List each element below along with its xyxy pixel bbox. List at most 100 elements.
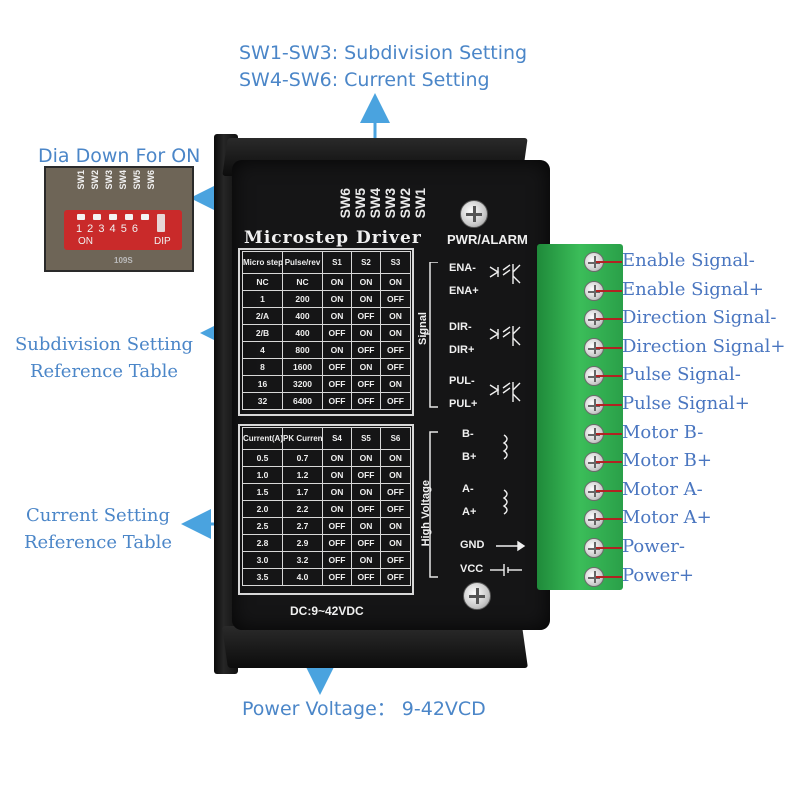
table-cell: OFF bbox=[380, 358, 411, 376]
dip-key[interactable] bbox=[77, 214, 85, 220]
dip-key[interactable] bbox=[93, 214, 101, 220]
terminal-lead-line bbox=[596, 261, 622, 263]
terminal-screw-icon[interactable] bbox=[584, 395, 604, 415]
dip-code: 109S bbox=[114, 256, 133, 265]
table-cell: OFF bbox=[380, 568, 411, 586]
table-cell: OFF bbox=[322, 534, 352, 552]
table-cell: 400 bbox=[282, 307, 323, 325]
table-cell: 800 bbox=[282, 341, 323, 359]
dip-key[interactable] bbox=[109, 214, 117, 220]
table-cell: 4 bbox=[242, 341, 283, 359]
inset-sw-label: SW6 bbox=[146, 170, 156, 190]
table-cell: OFF bbox=[380, 483, 411, 501]
terminal-label: Motor A+ bbox=[622, 507, 712, 528]
table-cell: 1.7 bbox=[282, 483, 323, 501]
table-cell: 4.0 bbox=[282, 568, 323, 586]
table-cell: ON bbox=[351, 517, 381, 535]
terminal-lead-line bbox=[596, 518, 622, 520]
dip-key[interactable] bbox=[125, 214, 133, 220]
table-cell: OFF bbox=[322, 517, 352, 535]
table-cell: OFF bbox=[351, 307, 381, 325]
top-callout-line1: SW1-SW3: Subdivision Setting bbox=[239, 42, 528, 64]
dia-callout: Dia Down For ON bbox=[38, 145, 201, 167]
table-cell: 200 bbox=[282, 290, 323, 308]
table-cell: OFF bbox=[351, 500, 381, 518]
table-cell: ON bbox=[322, 273, 352, 291]
terminal-lead-line bbox=[596, 404, 622, 406]
table-header-cell: S2 bbox=[351, 251, 381, 274]
current-table-frame bbox=[238, 424, 414, 595]
terminal-screw-icon[interactable] bbox=[584, 366, 604, 386]
table-cell: OFF bbox=[380, 551, 411, 569]
table-cell: OFF bbox=[351, 375, 381, 393]
table-cell: OFF bbox=[322, 551, 352, 569]
table-cell: 3.5 bbox=[242, 568, 283, 586]
table-cell: OFF bbox=[322, 568, 352, 586]
board-sw-label: SW6 bbox=[337, 188, 353, 219]
top-callout-line2: SW4-SW6: Current Setting bbox=[239, 69, 490, 91]
dip-key[interactable] bbox=[141, 214, 149, 220]
terminal-lead-line bbox=[596, 576, 622, 578]
table-cell: ON bbox=[351, 449, 381, 467]
table-cell: 0.7 bbox=[282, 449, 323, 467]
table-cell: OFF bbox=[380, 290, 411, 308]
table-cell: 2.2 bbox=[282, 500, 323, 518]
inset-sw-label: SW2 bbox=[90, 170, 100, 190]
power-callout: Power Voltage： 9-42VCD bbox=[242, 698, 486, 720]
terminal-label: Enable Signal- bbox=[622, 250, 755, 271]
terminal-lead-line bbox=[596, 318, 622, 320]
table-cell: ON bbox=[351, 290, 381, 308]
subdivision-callout-line1: Subdivision Setting bbox=[14, 334, 194, 355]
dip-switch-block[interactable]: 1 2 3 4 5 6 ON DIP bbox=[64, 210, 182, 250]
signal-label-ena-minus: ENA- bbox=[449, 262, 476, 274]
board-title: Microstep Driver bbox=[244, 228, 422, 248]
table-cell: 1.2 bbox=[282, 466, 323, 484]
board-sw-label: SW3 bbox=[382, 188, 398, 219]
inset-sw-label: SW3 bbox=[104, 170, 114, 190]
terminal-label: Pulse Signal+ bbox=[622, 393, 750, 414]
table-cell: ON bbox=[351, 483, 381, 501]
table-header-cell: S4 bbox=[322, 427, 352, 450]
terminal-label: Power- bbox=[622, 536, 685, 557]
table-cell: 2/B bbox=[242, 324, 283, 342]
table-cell: ON bbox=[351, 358, 381, 376]
table-cell: ON bbox=[322, 483, 352, 501]
dip-key-down[interactable] bbox=[157, 214, 165, 232]
terminal-lead-line bbox=[596, 547, 622, 549]
terminal-screw-icon[interactable] bbox=[584, 424, 604, 444]
signal-label-dir-minus: DIR- bbox=[449, 321, 472, 333]
terminal-label: Direction Signal- bbox=[622, 307, 777, 328]
table-cell: 0.5 bbox=[242, 449, 283, 467]
terminal-lead-line bbox=[596, 490, 622, 492]
optocoupler-icon bbox=[489, 326, 521, 346]
subdivision-callout: Subdivision Setting Reference Table bbox=[14, 331, 194, 385]
table-header-cell: S6 bbox=[380, 427, 411, 450]
table-cell: 32 bbox=[242, 392, 283, 410]
table-cell: OFF bbox=[322, 358, 352, 376]
inset-sw-label: SW5 bbox=[132, 170, 142, 190]
terminal-screw-icon[interactable] bbox=[584, 281, 604, 301]
table-cell: 2.0 bbox=[242, 500, 283, 518]
table-cell: 6400 bbox=[282, 392, 323, 410]
terminal-label: Power+ bbox=[622, 565, 694, 586]
terminal-screw-icon[interactable] bbox=[584, 509, 604, 529]
table-cell: 3.2 bbox=[282, 551, 323, 569]
table-cell: 2/A bbox=[242, 307, 283, 325]
table-header-cell: Pulse/rev bbox=[282, 251, 323, 274]
table-cell: ON bbox=[380, 375, 411, 393]
current-callout: Current Setting Reference Table bbox=[8, 502, 188, 556]
table-cell: OFF bbox=[380, 341, 411, 359]
